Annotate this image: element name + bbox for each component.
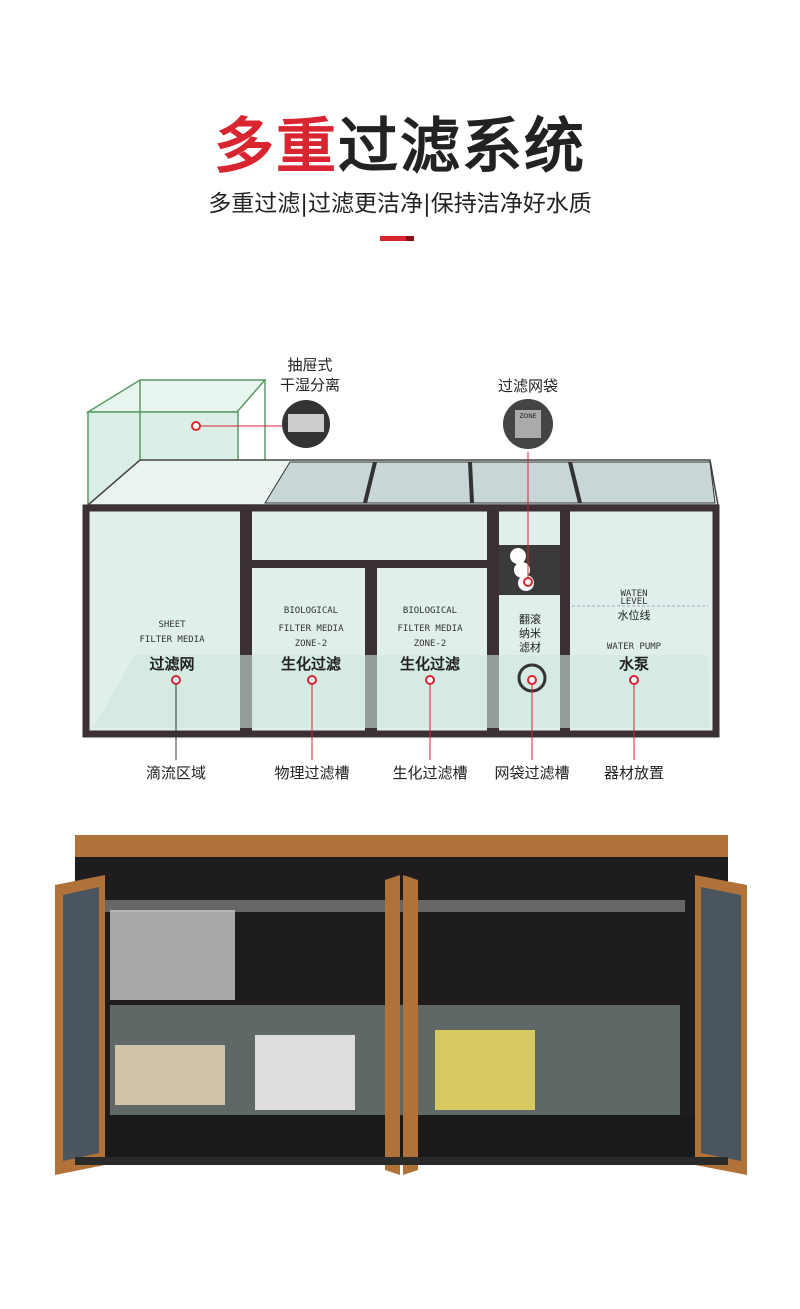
comp4-cn-2: 纳米 (519, 627, 541, 640)
comp2-cn: 生化过滤 (281, 655, 341, 673)
compartment-divider (560, 510, 570, 732)
filter-media (255, 1035, 355, 1110)
filter-media (115, 1045, 225, 1105)
page-title: 多重过滤系统 (0, 98, 800, 185)
comp2-en-1: BIOLOGICAL (284, 606, 338, 616)
marker-dot (527, 675, 537, 685)
comp3-en-2: FILTER MEDIA (397, 624, 463, 634)
comp3-en-3: ZONE-2 (414, 639, 447, 649)
cabinet-photo (55, 835, 747, 1175)
callout-drawer-1: 抽屉式 (287, 356, 332, 374)
comp5-pump-en: WATER PUMP (607, 642, 662, 652)
label-netbag-tank: 网袋过滤槽 (494, 764, 569, 782)
comp2-en-3: ZONE-2 (295, 639, 328, 649)
marker-dot (629, 675, 639, 685)
title-rest: 过滤系统 (338, 112, 586, 182)
label-equipment: 器材放置 (604, 764, 664, 782)
net-bag-photo-detail (515, 410, 541, 438)
compartment-crossbar (252, 560, 497, 568)
comp5-level-cn: 水位线 (618, 608, 651, 622)
lid-divider (363, 461, 377, 504)
comp5-cn: 水泵 (619, 655, 649, 673)
marker-dot (523, 577, 533, 587)
comp2-en-2: FILTER MEDIA (278, 624, 344, 634)
cabinet-illustration (55, 835, 747, 1175)
drawer-photo-detail (288, 414, 324, 432)
callout-drawer-2: 干湿分离 (280, 376, 340, 394)
marker-dot (171, 675, 181, 685)
cabinet-plinth (75, 1157, 728, 1165)
label-bio-tank: 生化过滤槽 (392, 764, 467, 782)
comp3-cn: 生化过滤 (400, 655, 460, 673)
divider-bar (380, 236, 414, 241)
marker-dot (307, 675, 317, 685)
cabinet-base (75, 1115, 728, 1157)
lid-glass-panels (264, 461, 716, 504)
comp1-cn: 过滤网 (149, 655, 194, 673)
marker-dot (425, 675, 435, 685)
net-bag-hole (510, 548, 526, 564)
center-door (403, 875, 418, 1175)
comp5-en-2: LEVEL (620, 597, 647, 607)
label-physical-tank: 物理过滤槽 (274, 764, 349, 782)
net-bag-zone-text: ZONE (519, 413, 536, 420)
center-door (385, 875, 400, 1175)
tank-floor (93, 655, 710, 728)
comp4-cn-1: 翻滚 (519, 612, 541, 626)
marker-dot (191, 421, 201, 431)
comp5-en-1: WATEN (620, 589, 647, 599)
comp1-en-1: SHEET (158, 620, 186, 630)
net-bag-hole (514, 562, 530, 578)
right-door-panel (701, 887, 741, 1161)
wood-top (75, 835, 728, 857)
filter-diagram: SHEET FILTER MEDIA 过滤网 BIOLOGICAL FILTER… (82, 356, 720, 782)
leader-lines (311, 684, 635, 760)
lid-divider (568, 461, 582, 504)
lid-divider (468, 461, 474, 504)
subtitle: 多重过滤|过滤更洁净|保持洁净好水质 (208, 191, 592, 217)
callout-net-bag: 过滤网袋 (498, 377, 558, 395)
title-red: 多重 (214, 112, 338, 182)
label-drip-zone: 滴流区域 (146, 764, 206, 782)
left-door-panel (63, 887, 99, 1161)
filter-sponge (435, 1030, 535, 1110)
comp4-cn-3: 滤材 (519, 640, 541, 654)
comp3-en-1: BIOLOGICAL (403, 606, 457, 616)
drawer-box (110, 910, 235, 1000)
comp1-en-2: FILTER MEDIA (139, 635, 205, 645)
